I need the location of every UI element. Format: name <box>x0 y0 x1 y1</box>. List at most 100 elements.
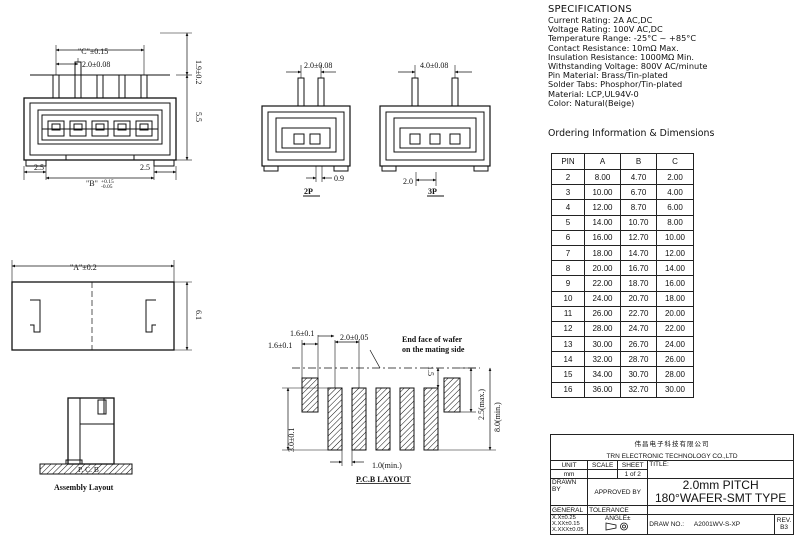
unit-label: UNIT <box>549 460 589 470</box>
view-2p <box>261 65 351 197</box>
table-cell: 26.00 <box>584 305 621 322</box>
table-cell: 28.00 <box>656 366 694 383</box>
table-cell: 6 <box>551 229 585 246</box>
table-cell: 22.70 <box>620 305 657 322</box>
pcb-note-line1: End face of wafer <box>402 335 463 344</box>
rev-label: REV. <box>776 517 792 525</box>
table-cell: 6.70 <box>620 184 657 201</box>
table-cell: 14.70 <box>620 244 657 262</box>
table-cell: 4.70 <box>620 168 657 186</box>
scale-label: SCALE <box>587 460 619 470</box>
dim-pcb-1-5: 1.5 <box>426 366 435 376</box>
ordering-header-cell: C <box>656 153 694 170</box>
table-cell: 18.00 <box>584 244 621 262</box>
table-cell: 4.00 <box>656 184 694 201</box>
table-cell: 36.00 <box>584 381 621 398</box>
dim-c: "C"±0.15 <box>78 47 108 56</box>
table-cell: 22.00 <box>656 320 694 338</box>
ordering-header-cell: A <box>584 153 621 170</box>
company-name-en: TRN ELECTRONIC TECHNOLOGY CO.,LTD <box>550 453 794 461</box>
dim-pcb-1-0: 1.0(min.) <box>372 461 402 470</box>
draw-no-cell: DRAW NO.: A2001WV-S-XP <box>647 514 776 535</box>
dim-b-tol-minus: -0.05 <box>101 184 113 190</box>
table-cell: 2 <box>551 168 585 186</box>
projection-symbol-icon <box>605 522 628 531</box>
table-cell: 34.00 <box>584 366 621 383</box>
spec-line: Temperature Range: -25°C ~ +85°C <box>548 33 697 44</box>
table-cell: 16.00 <box>584 229 621 246</box>
spec-line: Current Rating: 2A AC,DC <box>548 15 653 25</box>
view-3p <box>379 65 491 197</box>
table-cell: 6.00 <box>656 199 694 216</box>
table-cell: 8 <box>551 260 585 277</box>
dim-pitch-top: 2.0±0.08 <box>82 60 110 69</box>
table-cell: 26.00 <box>656 351 694 368</box>
dim-pcb-2-0: 2.0±0.05 <box>340 333 368 342</box>
table-cell: 10.00 <box>656 229 694 246</box>
dim-b: "B" <box>86 179 98 188</box>
label-3p: 3P <box>428 187 437 196</box>
unit-value: mm <box>549 469 589 479</box>
product-title: 2.0mm PITCH 180°WAFER-SMT TYPE <box>647 478 794 506</box>
table-cell: 28.70 <box>620 351 657 368</box>
table-cell: 9 <box>551 275 585 292</box>
draw-no-label: DRAW NO.: <box>649 520 685 528</box>
product-title-line1: 2.0mm PITCH <box>682 478 759 492</box>
dim-6-1: 6.1 <box>194 310 203 320</box>
table-cell: 10 <box>551 290 585 307</box>
spec-line: Material: LCP,UL94V-0 <box>548 88 639 99</box>
table-cell: 20.00 <box>656 305 694 322</box>
asm-pcb-label: P. C. B <box>78 465 99 474</box>
pin-slots <box>47 120 153 137</box>
table-cell: 15 <box>551 366 585 383</box>
table-cell: 5 <box>551 214 585 231</box>
table-cell: 24.00 <box>656 336 694 353</box>
dim-pcb-1-6-a: 1.6±0.1 <box>290 329 314 338</box>
table-cell: 12.00 <box>584 199 621 216</box>
table-cell: 16 <box>551 381 585 398</box>
tolerance-label: TOLERANCE <box>587 505 649 515</box>
table-cell: 14 <box>551 351 585 368</box>
ordering-header-cell: B <box>620 153 657 170</box>
title-block: 伟昌电子科技有限公司 TRN ELECTRONIC TECHNOLOGY CO.… <box>549 434 794 535</box>
table-cell: 24.70 <box>620 320 657 338</box>
dim-2-5-right: 2.5 <box>140 163 150 172</box>
table-cell: 12.00 <box>656 244 694 262</box>
table-cell: 30.00 <box>656 381 694 398</box>
company-name-cn: 伟昌电子科技有限公司 <box>550 434 794 453</box>
table-cell: 20.70 <box>620 290 657 307</box>
dim-5-5: 5.5 <box>194 112 203 122</box>
table-cell: 12.70 <box>620 229 657 246</box>
table-cell: 26.70 <box>620 336 657 353</box>
table-cell: 7 <box>551 244 585 262</box>
rev-cell: REV. B3 <box>774 514 794 535</box>
table-cell: 14.00 <box>584 214 621 231</box>
title-label: TITLE: <box>647 460 794 479</box>
dim-1-9: 1.9±0.2 <box>194 60 203 84</box>
dim-2p-0-9: 0.9 <box>334 174 344 183</box>
table-cell: 18.70 <box>620 275 657 292</box>
dim-3p-pitch: 4.0±0.08 <box>420 61 448 70</box>
draw-no-value: A2001WV-S-XP <box>693 520 741 528</box>
ordering-header-cell: PIN <box>551 153 585 170</box>
table-cell: 8.00 <box>584 168 621 186</box>
sheet-label: SHEET <box>617 460 649 470</box>
table-cell: 28.00 <box>584 320 621 338</box>
rev-value: B3 <box>780 524 789 532</box>
product-title-line2: 180°WAFER-SMT TYPE <box>655 491 787 505</box>
side-view <box>11 260 192 351</box>
table-cell: 24.00 <box>584 290 621 307</box>
dim-b-tol-plus: +0.15 <box>101 179 114 185</box>
table-cell: 20.00 <box>584 260 621 277</box>
spec-line: Insulation Resistance: 1000MΩ Min. <box>548 51 695 62</box>
label-2p: 2P <box>304 187 313 196</box>
